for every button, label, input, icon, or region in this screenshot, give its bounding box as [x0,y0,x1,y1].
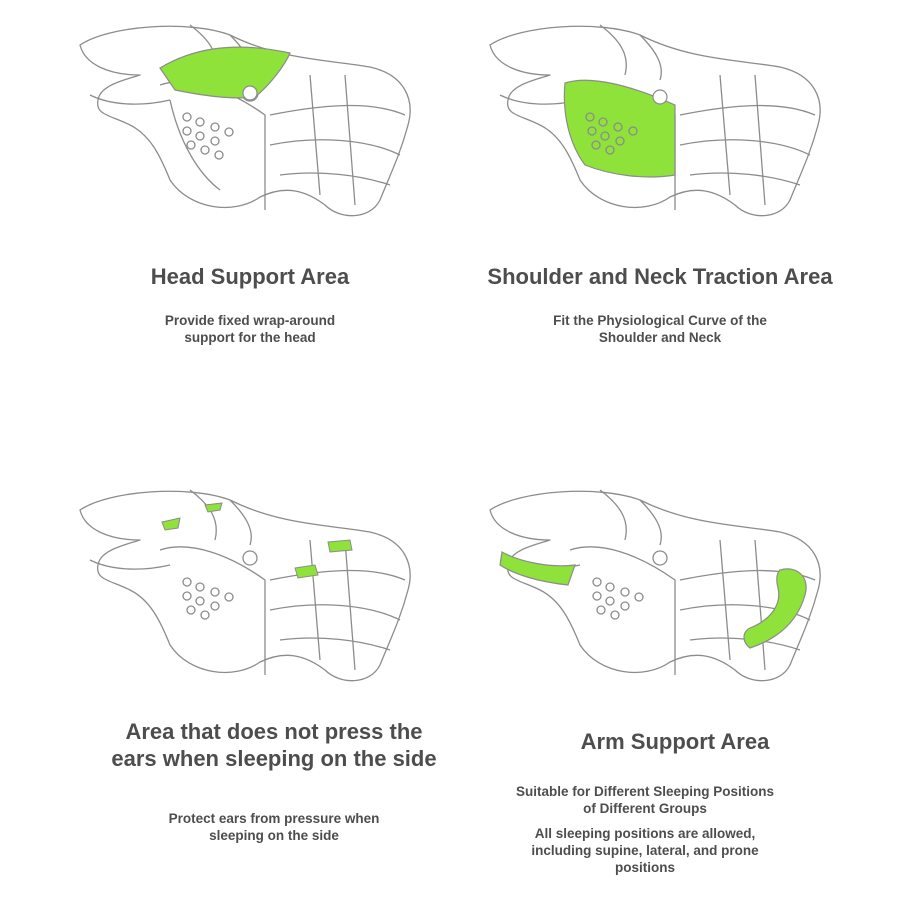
panel-description: Suitable for Different Sleeping Position… [420,783,870,817]
pillow-illustration-shoulder-neck [489,24,821,217]
description-line: Suitable for Different Sleeping Position… [515,784,775,799]
title-line: Area that does not press the [125,719,423,744]
description-line: of Different Groups [583,801,707,816]
panel-description: Fit the Physiological Curve of the Shoul… [435,312,885,346]
panel-title: Shoulder and Neck Traction Area [487,264,833,289]
description-line: including supine, lateral, and prone [531,843,759,858]
panel-arm-support: Arm Support Area Suitable for Different … [450,450,900,900]
panel-title: Head Support Area [150,264,350,289]
description-line: sleeping on the side [209,828,339,843]
description-line: support for the head [184,330,316,345]
title-line: ears when sleeping on the side [111,746,437,771]
description-line: Shoulder and Neck [598,330,722,345]
description-line: Fit the Physiological Curve of the [553,313,767,328]
pillow-illustration-head-support [79,24,411,217]
pillow-illustration-arm-support [489,489,821,682]
panel-description: Provide fixed wrap-around support for th… [25,312,475,346]
panel-title: Area that does not press the ears when s… [49,718,499,772]
panel-title: Arm Support Area [580,729,770,754]
description-line: Provide fixed wrap-around [164,313,336,328]
panel-head-support: Head Support Area Provide fixed wrap-aro… [0,0,450,450]
panel-description-secondary: All sleeping positions are allowed, incl… [420,825,870,876]
panel-shoulder-neck: Shoulder and Neck Traction Area Fit the … [450,0,900,450]
description-line: Protect ears from pressure when [168,811,380,826]
panel-description: Protect ears from pressure when sleeping… [49,810,499,844]
description-line: All sleeping positions are allowed, [534,826,756,841]
pillow-illustration-ear-area [79,489,411,682]
description-line: positions [615,860,675,875]
panel-ear-area: Area that does not press the ears when s… [0,450,450,900]
